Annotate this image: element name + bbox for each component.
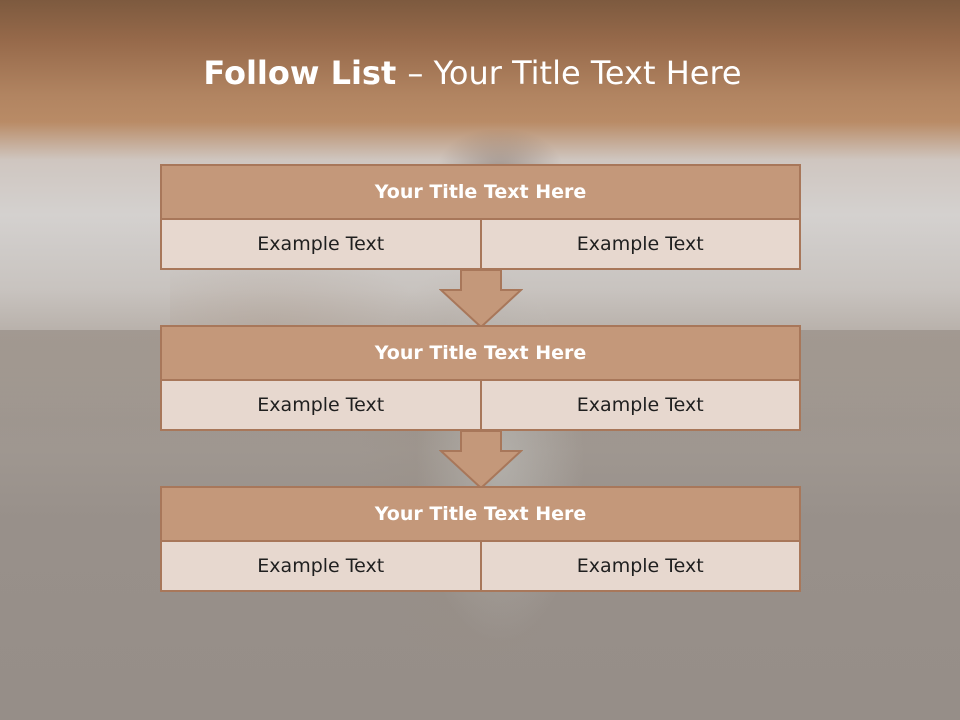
down-arrow-2 — [439, 431, 523, 489]
block-title: Your Title Text Here — [160, 486, 801, 542]
slide-title-rest: – Your Title Text Here — [407, 54, 742, 92]
example-text-left: Example Text — [162, 381, 480, 429]
example-text-right: Example Text — [479, 220, 799, 268]
slide-title-bold: Follow List — [203, 54, 408, 92]
block-title: Your Title Text Here — [160, 325, 801, 381]
block-row: Example Text Example Text — [160, 381, 801, 431]
block-row: Example Text Example Text — [160, 542, 801, 592]
slide-title: Follow List – Your Title Text Here — [0, 54, 945, 92]
list-block-3: Your Title Text Here Example Text Exampl… — [160, 486, 801, 592]
example-text-left: Example Text — [162, 542, 480, 590]
block-row: Example Text Example Text — [160, 220, 801, 270]
block-title: Your Title Text Here — [160, 164, 801, 220]
example-text-right: Example Text — [479, 381, 799, 429]
example-text-right: Example Text — [479, 542, 799, 590]
down-arrow-1 — [439, 270, 523, 328]
example-text-left: Example Text — [162, 220, 480, 268]
list-block-2: Your Title Text Here Example Text Exampl… — [160, 325, 801, 431]
list-block-1: Your Title Text Here Example Text Exampl… — [160, 164, 801, 270]
